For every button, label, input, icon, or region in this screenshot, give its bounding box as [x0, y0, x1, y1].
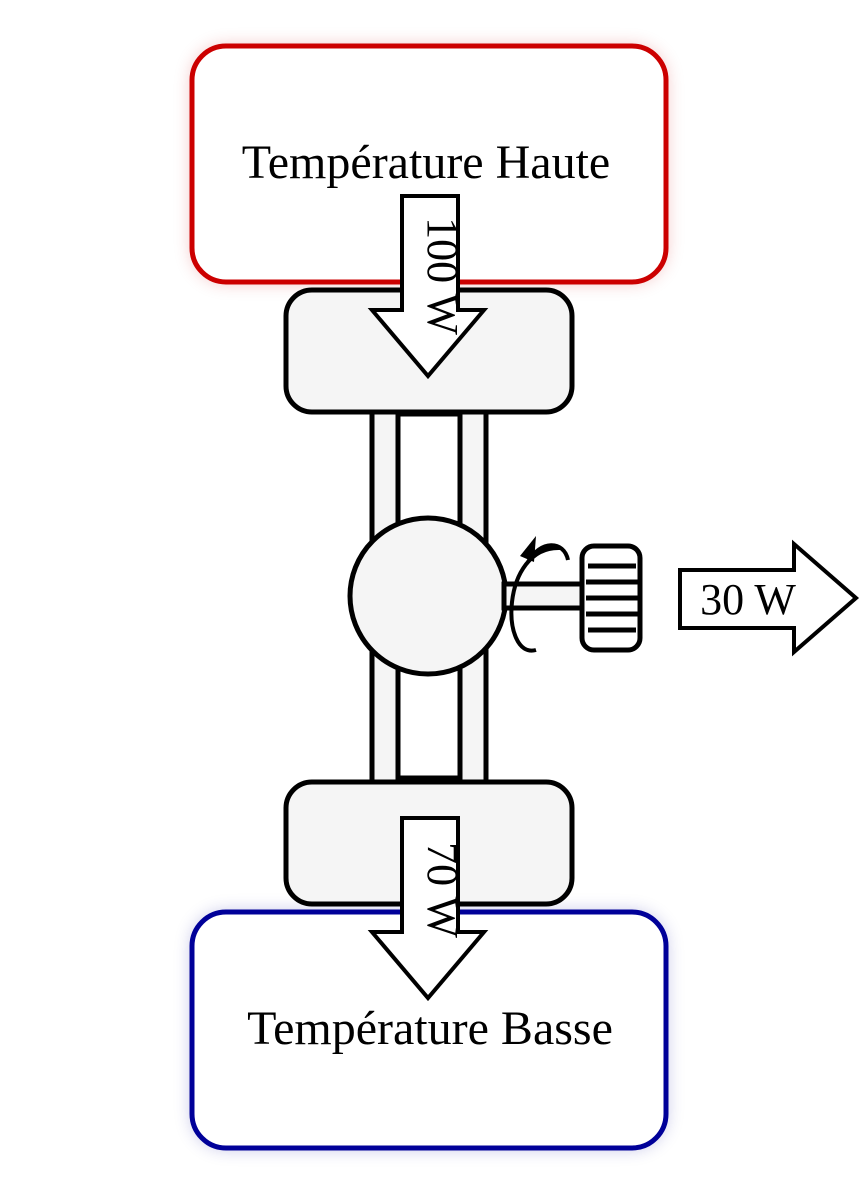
cold-reservoir-label: Température Basse [247, 1002, 613, 1055]
heat-in-arrow: 100 W [367, 194, 489, 380]
heat-out-arrow: 70 W [367, 816, 489, 1002]
work-out-arrow: 30 W [678, 539, 860, 657]
engine-body [283, 287, 575, 907]
heat-in-label: 100 W [418, 217, 467, 335]
hot-reservoir-label: Température Haute [242, 136, 610, 189]
cold-reservoir: Température Basse [189, 909, 669, 1151]
hot-reservoir: Température Haute [189, 43, 669, 285]
rotation-arrow [509, 536, 570, 653]
heat-out-label: 70 W [418, 842, 467, 938]
knurled-knob [579, 543, 643, 653]
work-out-label: 30 W [700, 575, 796, 624]
